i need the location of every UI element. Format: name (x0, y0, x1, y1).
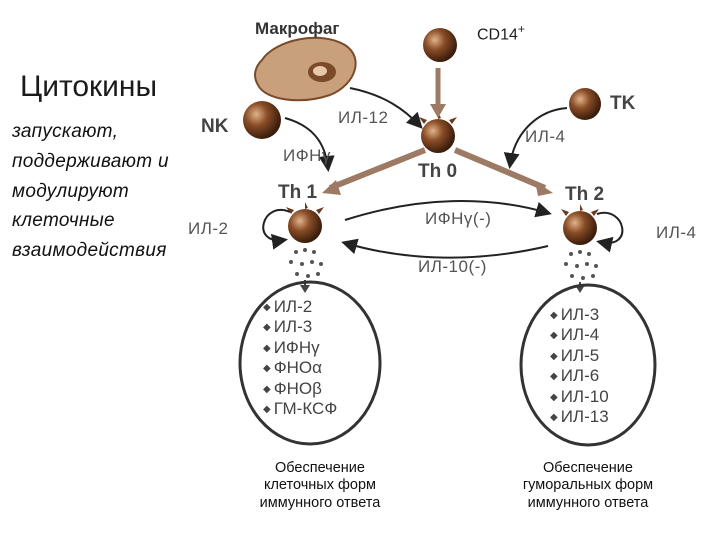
subtitle-line: запускают, (12, 121, 119, 142)
page-title: Цитокины (20, 70, 158, 103)
caption-line: гуморальных форм (522, 477, 654, 494)
th2-cell-icon (561, 204, 599, 245)
ifn-left-label: ИФНγ (283, 146, 331, 165)
nk-label: NK (201, 116, 229, 137)
il10-cross-label: ИЛ-10(-) (418, 257, 487, 276)
tk-label: TK (610, 93, 636, 114)
tk-il4-arrow (503, 107, 568, 169)
nk-ifn-arrow (284, 117, 335, 172)
nk-cell-icon (243, 101, 281, 139)
list-item: ◆ФНОα (263, 358, 322, 378)
subtitle-line: взаимодействия (12, 240, 167, 262)
subtitle-line: клеточные (12, 210, 115, 232)
list-item: ◆ИЛ-13 (550, 406, 609, 426)
th1-il2-loop-arrow (262, 209, 291, 250)
il4-th2-label: ИЛ-4 (656, 223, 697, 242)
macrophage-il12-arrow (349, 87, 423, 129)
caption-line: Обеспечение (543, 460, 633, 476)
list-item: ◆ФНОβ (263, 378, 322, 398)
th2-products-ellipse (519, 283, 657, 447)
th1-to-th2-ifn-arrow (344, 200, 552, 221)
caption-line: иммунного ответа (527, 494, 649, 511)
th1-products-ellipse (238, 280, 382, 446)
th0-label: Th 0 (418, 161, 458, 182)
caption-line: Обеспечение (275, 460, 365, 476)
th2-to-th1-il10-arrow (341, 238, 549, 259)
cd14-text: CD14 (477, 26, 518, 44)
ifn-cross-label: ИФНγ(-) (425, 209, 492, 228)
cd14-to-th0-arrow (430, 68, 446, 118)
caption-line: иммунного ответа (259, 494, 381, 511)
list-item: ◆ГМ-КСФ (263, 398, 338, 418)
macrophage-icon (254, 36, 357, 102)
subtitle-line: поддерживают и (12, 150, 169, 172)
il4-tk-label: ИЛ-4 (525, 127, 566, 146)
caption-left: Обеспечение клеточных форм иммунного отв… (230, 460, 410, 512)
th1-products-list: ◆ИЛ-2 ◆ИЛ-3 ◆ИФНγ ◆ФНОα ◆ФНОβ ◆ГМ-КСФ (263, 297, 337, 419)
th1-cell-icon (286, 202, 324, 243)
list-item: ◆ИЛ-3 (263, 317, 313, 337)
th2-il4-loop-arrow (596, 211, 624, 253)
subtitle-line: модулируют (12, 180, 129, 202)
subtitle: запускают, поддерживают и модулируют кле… (12, 117, 169, 266)
list-item: ◆ИЛ-10 (550, 386, 609, 406)
th0-to-th1-arrow (322, 147, 427, 195)
list-item: ◆ИЛ-2 (263, 297, 313, 316)
caption-right: Обеспечение гуморальных форм иммунного о… (493, 460, 683, 512)
list-item: ◆ИЛ-4 (550, 325, 600, 345)
list-item: ◆ИЛ-6 (550, 366, 600, 386)
th2-label: Th 2 (565, 184, 605, 205)
cd14-cell-icon (423, 28, 457, 62)
cd14-label: CD14+ (477, 22, 525, 44)
th1-label: Th 1 (278, 182, 318, 203)
th1-secretion-dots (289, 248, 323, 278)
th0-cell-icon (419, 112, 457, 153)
list-item: ◆ИФНγ (263, 337, 320, 357)
il12-label: ИЛ-12 (338, 108, 389, 127)
th2-secretion-dots (564, 250, 598, 280)
tk-cell-icon (569, 88, 601, 120)
caption-line: клеточных форм (263, 477, 377, 494)
il2-th1-label: ИЛ-2 (188, 219, 229, 238)
list-item: ◆ИЛ-5 (550, 345, 600, 365)
macrophage-label: Макрофаг (255, 19, 340, 38)
list-item: ◆ИЛ-3 (550, 305, 600, 324)
th0-to-th2-arrow (453, 147, 553, 196)
th2-products-list: ◆ИЛ-3 ◆ИЛ-4 ◆ИЛ-5 ◆ИЛ-6 ◆ИЛ-10 ◆ИЛ-13 (550, 305, 609, 427)
cd14-superscript: + (517, 22, 525, 36)
